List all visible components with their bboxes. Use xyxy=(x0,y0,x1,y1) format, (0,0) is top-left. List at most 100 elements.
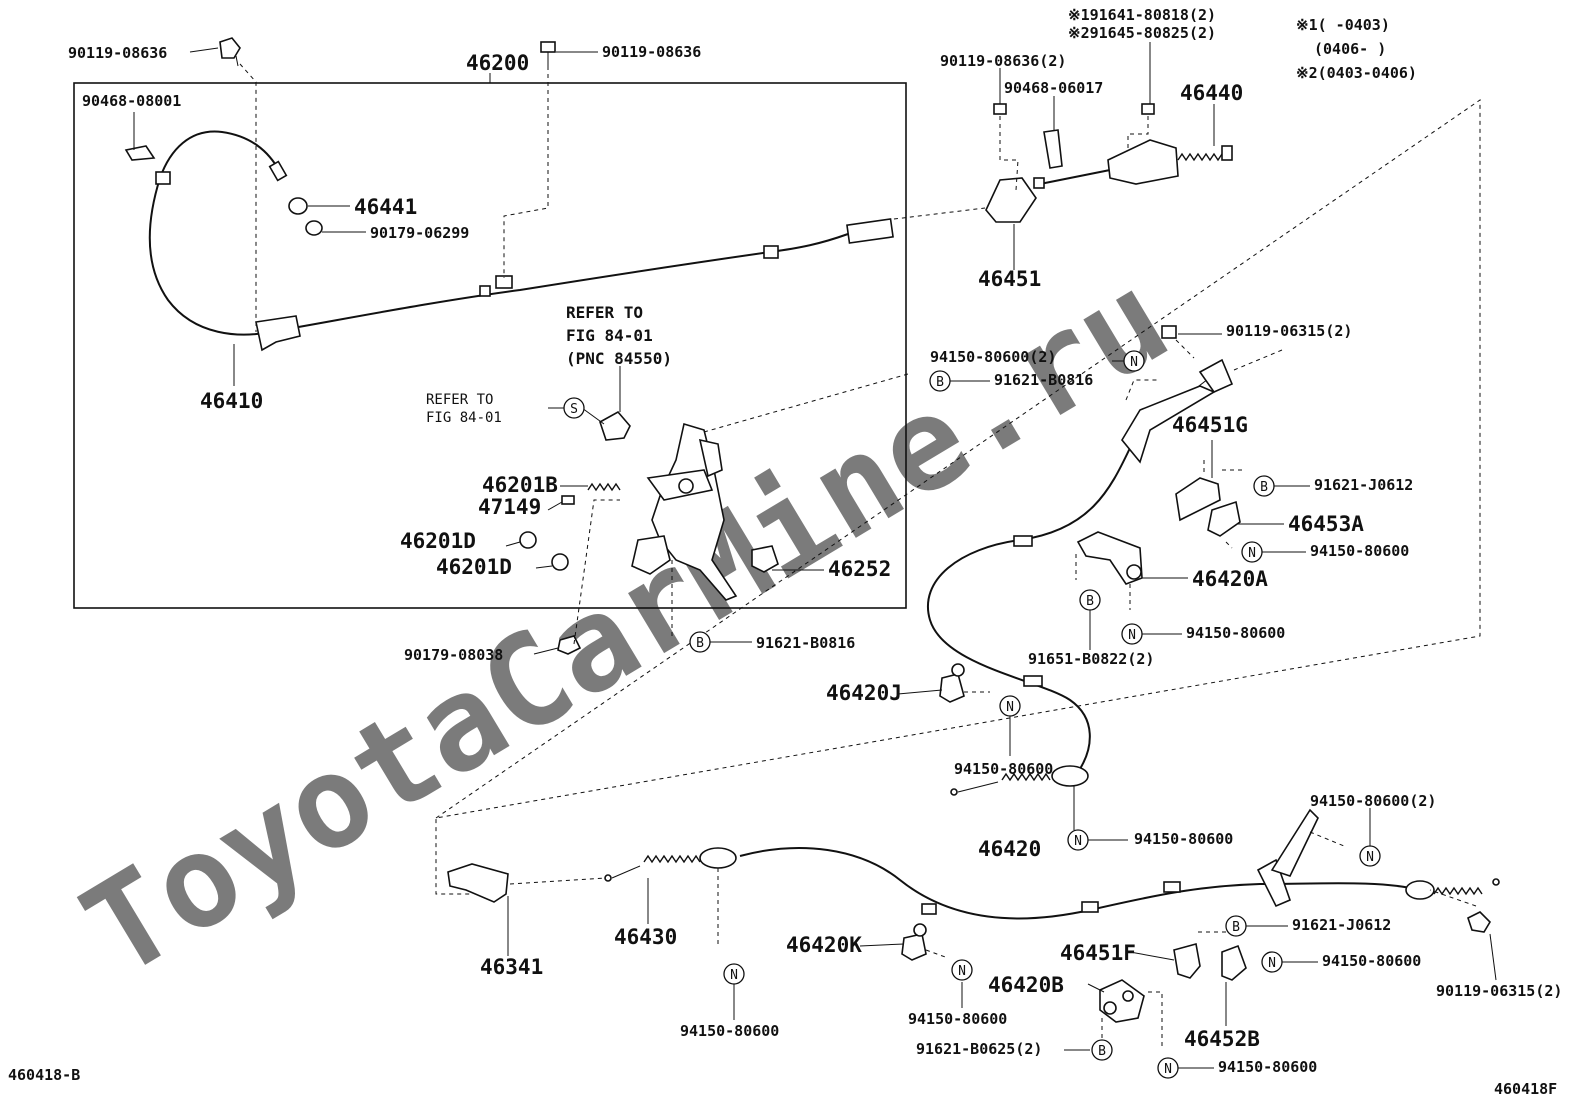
label-46200: 46200 xyxy=(466,51,529,75)
label-90119-06315-2a: 90119-06315(2) xyxy=(1226,322,1352,340)
svg-text:N: N xyxy=(958,964,966,979)
symbol-N-4: N xyxy=(999,695,1021,717)
symbol-N-5: N xyxy=(1067,829,1089,851)
label-94150-80600-g: 94150-80600 xyxy=(1218,1058,1317,1076)
symbol-N-10: N xyxy=(1157,1057,1179,1079)
label-46451G: 46451G xyxy=(1172,413,1248,437)
bracket-46451 xyxy=(985,177,1037,223)
label-46420B: 46420B xyxy=(988,973,1064,997)
cover-46252 xyxy=(751,545,779,573)
symbol-N-2: N xyxy=(1241,541,1263,563)
label-90119-08636-left: 90119-08636 xyxy=(68,44,167,62)
symbol-B-1: B xyxy=(929,370,951,392)
note-291645: ※291645-80825(2) xyxy=(1068,24,1216,42)
clip-90468-06017 xyxy=(1043,129,1063,169)
bolt-90119-06315-a xyxy=(1161,325,1177,339)
label-90179-08038: 90179-08038 xyxy=(404,646,503,664)
refer-to-main-3: (PNC 84550) xyxy=(566,349,672,368)
cable-46420 xyxy=(927,358,1234,796)
svg-text:N: N xyxy=(1248,546,1256,561)
cable-46410 xyxy=(148,130,894,352)
label-46453A: 46453A xyxy=(1288,512,1364,536)
assembly-outline-dashed xyxy=(435,99,1481,895)
label-46341: 46341 xyxy=(480,955,543,979)
svg-text:B: B xyxy=(1232,920,1240,935)
bracket-46453A xyxy=(1207,500,1241,537)
label-94150-80600-2b: 94150-80600(2) xyxy=(1310,792,1436,810)
grommet-90179-06299 xyxy=(305,220,323,236)
label-46451F: 46451F xyxy=(1060,941,1136,965)
svg-text:B: B xyxy=(1086,594,1094,609)
clamp-46420K xyxy=(901,923,927,961)
symbol-B-4: B xyxy=(689,631,711,653)
label-94150-80600-d: 94150-80600 xyxy=(1134,830,1233,848)
svg-text:N: N xyxy=(1268,956,1276,971)
clamp-46420J xyxy=(939,663,965,703)
refer-to-small-2: FIG 84-01 xyxy=(426,410,502,426)
label-46420K: 46420K xyxy=(786,933,862,957)
symbol-S-1: S xyxy=(563,397,585,419)
label-91621-B0816-left: 91621-B0816 xyxy=(756,634,855,652)
svg-text:N: N xyxy=(1130,355,1138,370)
bracket-90468-08001 xyxy=(124,145,156,161)
clamp-46420A xyxy=(1076,531,1143,585)
bracket-46452B xyxy=(1221,944,1247,981)
symbol-B-6: B xyxy=(1091,1039,1113,1061)
label-46452B: 46452B xyxy=(1184,1027,1260,1051)
symbol-B-5: B xyxy=(1225,915,1247,937)
cable-46430 xyxy=(604,808,1500,920)
label-46430: 46430 xyxy=(614,925,677,949)
switch-84550 xyxy=(599,410,631,441)
svg-text:N: N xyxy=(1164,1062,1172,1077)
label-94150-80600-e: 94150-80600 xyxy=(680,1022,779,1040)
leader-lines xyxy=(133,42,1497,1069)
label-91651-B0822: 91651-B0822(2) xyxy=(1028,650,1154,668)
figure-code-left: 460418-B xyxy=(8,1066,80,1084)
clip-46201D-a xyxy=(519,531,537,549)
label-46420: 46420 xyxy=(978,837,1041,861)
label-90468-08001: 90468-08001 xyxy=(82,92,181,110)
symbol-N-7: N xyxy=(723,963,745,985)
legend-1b: (0406- ) xyxy=(1314,40,1386,58)
label-90179-06299: 90179-06299 xyxy=(370,224,469,242)
label-94150-80600-a: 94150-80600 xyxy=(1310,542,1409,560)
label-94150-80600-2a: 94150-80600(2) xyxy=(930,348,1056,366)
bolt-90119-08636-pair xyxy=(993,103,1155,115)
refer-to-main-1: REFER TO xyxy=(566,303,643,322)
label-46252: 46252 xyxy=(828,557,891,581)
svg-text:N: N xyxy=(1128,628,1136,643)
equalizer-46440 xyxy=(1033,139,1233,189)
label-91621-J0612-a: 91621-J0612 xyxy=(1314,476,1413,494)
symbol-N-8: N xyxy=(951,959,973,981)
label-94150-80600-h: 94150-80600 xyxy=(1322,952,1421,970)
bolt-90119-08636-left xyxy=(219,37,241,67)
pin-47149 xyxy=(561,495,575,505)
clamp-46420B xyxy=(1099,979,1145,1023)
label-46201D-a: 46201D xyxy=(400,529,476,553)
legend-1a: ※1( -0403) xyxy=(1296,16,1390,34)
svg-text:S: S xyxy=(570,402,578,417)
label-90119-08636-middle: 90119-08636 xyxy=(602,43,701,61)
label-46441: 46441 xyxy=(354,195,417,219)
label-46201D-b: 46201D xyxy=(436,555,512,579)
svg-text:B: B xyxy=(1260,480,1268,495)
bracket-46451G xyxy=(1175,477,1221,522)
refer-to-small-1: REFER TO xyxy=(426,392,493,408)
svg-text:B: B xyxy=(1098,1044,1106,1059)
symbol-N-1: N xyxy=(1123,350,1145,372)
symbol-N-3: N xyxy=(1121,623,1143,645)
symbol-B-3: B xyxy=(1079,589,1101,611)
label-47149: 47149 xyxy=(478,495,541,519)
svg-text:N: N xyxy=(1074,834,1082,849)
label-94150-80600-f: 94150-80600 xyxy=(908,1010,1007,1028)
label-91621-J0612-b: 91621-J0612 xyxy=(1292,916,1391,934)
symbol-B-2: B xyxy=(1253,475,1275,497)
symbol-N-9: N xyxy=(1261,951,1283,973)
label-46451: 46451 xyxy=(978,267,1041,291)
svg-text:N: N xyxy=(1006,700,1014,715)
bolt-90119-06315-b xyxy=(1467,911,1492,933)
figure-code-right: 460418F xyxy=(1494,1080,1557,1098)
clip-46201D-b xyxy=(551,553,569,571)
refer-to-main-2: FIG 84-01 xyxy=(566,326,653,345)
label-46410: 46410 xyxy=(200,389,263,413)
